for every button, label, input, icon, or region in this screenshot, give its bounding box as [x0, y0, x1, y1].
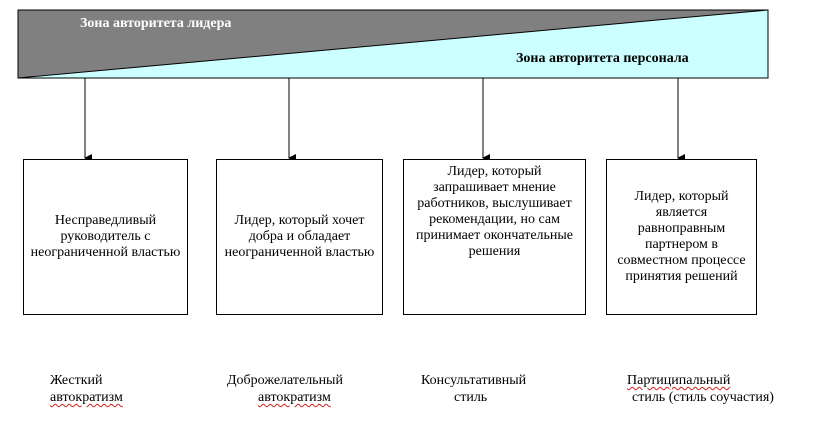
style-label-harsh-autocracy: Жесткий автократизм: [50, 372, 160, 406]
leader-authority-zone: [17, 9, 769, 79]
box-text: Лидер, который является равноправным пар…: [617, 189, 746, 284]
style-label-participative: Партиципальный стиль (стиль соучастия): [627, 372, 817, 406]
leader-zone-label: Зона авторитета лидера: [80, 16, 232, 31]
style-label-line2: автократизм: [258, 390, 331, 405]
style-label-line2: стиль (стиль соучастия): [632, 390, 774, 405]
style-label-line1: Доброжелательный: [227, 373, 343, 388]
staff-zone-label: Зона авторитета персонала: [516, 51, 689, 66]
style-label-line1: Партиципальный: [627, 373, 731, 388]
style-label-line1: Консультативный: [421, 373, 527, 388]
style-box-participative: Лидер, который является равноправным пар…: [606, 159, 757, 315]
box-text: Несправедливый руководитель с неограниче…: [30, 213, 181, 260]
style-label-benevolent-autocracy: Доброжелательный автократизм: [227, 372, 377, 406]
style-box-benevolent-autocracy: Лидер, который хочет добра и обладает не…: [216, 159, 383, 315]
style-label-line2: автократизм: [50, 390, 123, 405]
box-text: Лидер, который хочет добра и обладает не…: [224, 213, 375, 260]
box-text: Лидер, который запрашивает мнение работн…: [415, 164, 574, 259]
style-label-consultative: Консультативный стиль: [421, 372, 561, 406]
style-box-consultative: Лидер, который запрашивает мнение работн…: [403, 159, 586, 315]
style-label-line1: Жесткий: [50, 373, 103, 388]
style-box-harsh-autocracy: Несправедливый руководитель с неограниче…: [23, 159, 188, 315]
style-label-line2: стиль: [454, 390, 488, 405]
